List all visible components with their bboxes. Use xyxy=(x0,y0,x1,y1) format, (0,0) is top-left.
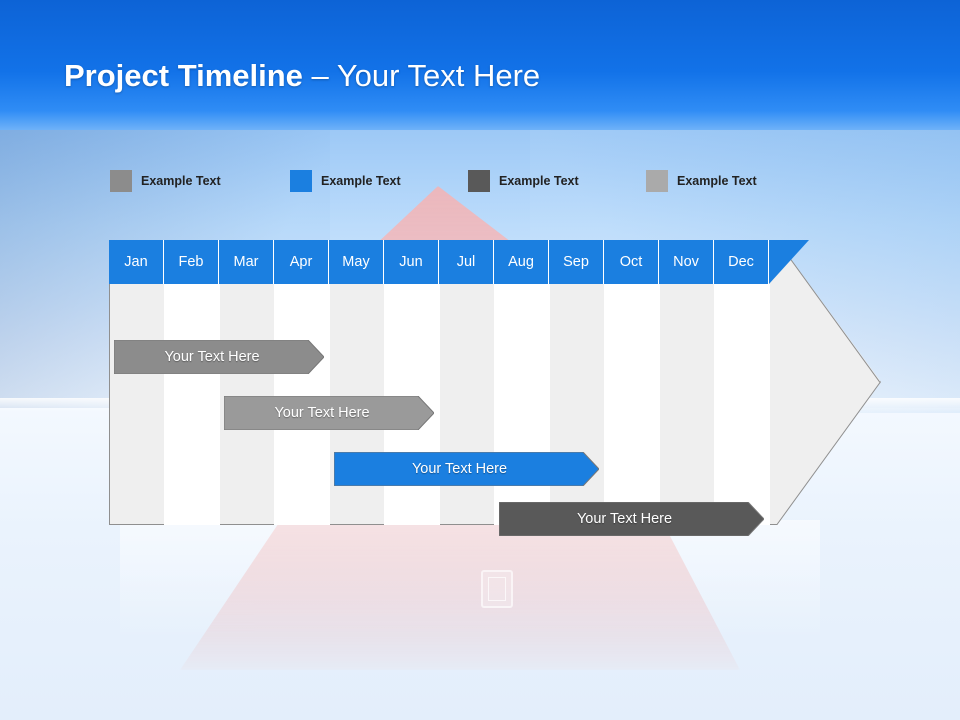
page-title-dash: – xyxy=(302,58,337,93)
month-header-feb: Feb xyxy=(164,240,219,284)
month-header-oct: Oct xyxy=(604,240,659,284)
legend-item-2: Example Text xyxy=(290,170,401,192)
page-title-light: Your Text Here xyxy=(336,58,541,93)
legend-swatch-4 xyxy=(646,170,668,192)
chart-column-line-9 xyxy=(604,284,605,525)
month-header-jan: Jan xyxy=(109,240,164,284)
legend-label-4: Example Text xyxy=(677,174,757,188)
chart-column-line-6 xyxy=(439,284,440,525)
task-label-4: Your Text Here xyxy=(576,511,673,527)
background-reflection xyxy=(120,520,820,640)
legend-swatch-1 xyxy=(110,170,132,192)
task-bar-4[interactable]: Your Text Here xyxy=(499,502,764,536)
month-header-arrow-tip xyxy=(769,240,809,284)
chart-column-line-12 xyxy=(769,284,770,525)
page-title: Project Timeline – Your Text Here xyxy=(64,58,540,94)
legend-label-1: Example Text xyxy=(141,174,221,188)
month-header-sep: Sep xyxy=(549,240,604,284)
task-bar-1[interactable]: Your Text Here xyxy=(114,340,324,374)
task-arrow-shape-3 xyxy=(334,452,599,486)
chart-column-line-8 xyxy=(549,284,550,525)
chart-column-band-2 xyxy=(164,284,219,525)
background-header-band xyxy=(0,0,960,130)
chart-column-line-10 xyxy=(659,284,660,525)
chart-column-band-10 xyxy=(604,284,659,525)
legend-item-3: Example Text xyxy=(468,170,579,192)
task-label-2: Your Text Here xyxy=(274,405,370,421)
chart-column-band-12 xyxy=(714,284,769,525)
legend: Example Text Example Text Example Text Exam… xyxy=(110,170,870,194)
task-arrow-shape-4 xyxy=(499,502,764,536)
month-header-mar: Mar xyxy=(219,240,274,284)
chart-column-line-7 xyxy=(494,284,495,525)
chart-column-line-1 xyxy=(164,284,165,525)
task-arrow-shape-1 xyxy=(114,340,324,374)
task-label-3: Your Text Here xyxy=(411,461,508,477)
chart-column-line-2 xyxy=(219,284,220,525)
legend-label-3: Example Text xyxy=(499,174,579,188)
legend-swatch-2 xyxy=(290,170,312,192)
month-header-dec: Dec xyxy=(714,240,769,284)
chart-column-band-8 xyxy=(494,284,549,525)
month-header-apr: Apr xyxy=(274,240,329,284)
month-header-jul: Jul xyxy=(439,240,494,284)
legend-item-4: Example Text xyxy=(646,170,757,192)
legend-label-2: Example Text xyxy=(321,174,401,188)
month-header-nov: Nov xyxy=(659,240,714,284)
month-header-may: May xyxy=(329,240,384,284)
task-arrow-shape-2 xyxy=(224,396,434,430)
legend-item-1: Example Text xyxy=(110,170,221,192)
month-header-aug: Aug xyxy=(494,240,549,284)
month-header-jun: Jun xyxy=(384,240,439,284)
background-logo-icon xyxy=(481,570,513,608)
legend-swatch-3 xyxy=(468,170,490,192)
task-bar-3[interactable]: Your Text Here xyxy=(334,452,599,486)
chart-column-line-11 xyxy=(714,284,715,525)
task-label-1: Your Text Here xyxy=(164,349,260,365)
page-title-strong: Project Timeline xyxy=(64,58,303,93)
task-bar-2[interactable]: Your Text Here xyxy=(224,396,434,430)
